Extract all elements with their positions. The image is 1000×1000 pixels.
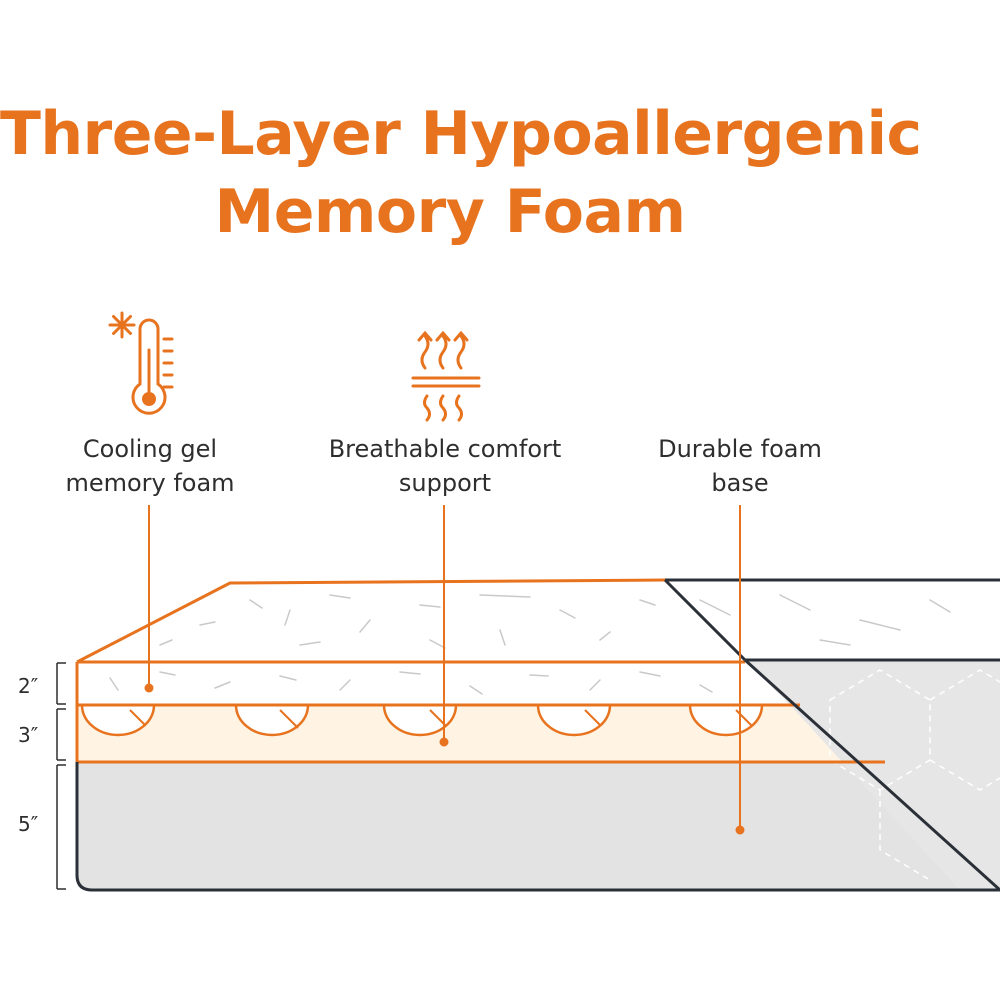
thickness-3in: 3″: [18, 723, 39, 747]
label-breathable-comfort: Breathable comfort support: [328, 435, 562, 497]
title-line-1: Three-Layer Hypoallergenic: [0, 99, 922, 169]
thickness-5in: 5″: [18, 812, 39, 836]
title-line-2: Memory Foam: [214, 177, 686, 247]
thermometer-snowflake-icon: [108, 311, 174, 415]
mattress-top-surface: [77, 580, 745, 662]
top-surface-cover: [665, 580, 1000, 660]
thickness-2in: 2″: [18, 674, 39, 698]
airflow-heat-icon: [411, 330, 481, 422]
label-cooling-gel: Cooling gel memory foam: [65, 435, 235, 497]
page-title: Three-Layer Hypoallergenic Memory Foam: [0, 95, 922, 251]
label-durable-base: Durable foam base: [658, 435, 822, 497]
base-foam-layer: [77, 762, 1000, 890]
